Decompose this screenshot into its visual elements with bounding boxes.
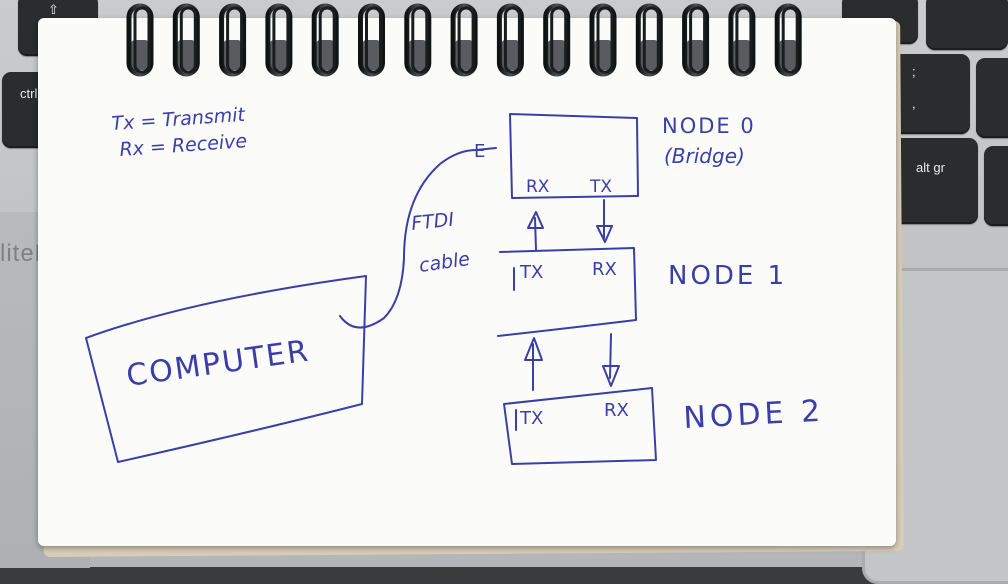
cable-end-label: E bbox=[474, 141, 485, 162]
legend-tx-line: Tx = Transmit bbox=[111, 104, 247, 135]
node1-tx-label: TX bbox=[519, 262, 543, 283]
node2-box bbox=[503, 387, 657, 465]
node2-tx-label: TX bbox=[519, 408, 543, 429]
keyboard-key-alt-gr: alt gr bbox=[892, 138, 978, 224]
arrow-up-icon: ⇧ bbox=[48, 2, 59, 17]
binding-ring bbox=[450, 3, 478, 77]
binding-ring bbox=[172, 3, 200, 77]
node0-box bbox=[509, 113, 639, 199]
notebook-page bbox=[38, 18, 896, 546]
cable-label-cable: cable bbox=[418, 248, 472, 277]
binding-ring-inner bbox=[318, 6, 336, 74]
node2-rx-label: RX bbox=[604, 400, 629, 421]
binding-ring-inner bbox=[365, 6, 382, 74]
key-ctrl-label: ctrl bbox=[20, 86, 38, 101]
legend-rx-line: Rx = Receive bbox=[119, 130, 248, 161]
key-alt-gr-label: alt gr bbox=[916, 160, 945, 175]
binding-ring-inner bbox=[781, 6, 799, 74]
binding-ring-inner bbox=[596, 6, 614, 74]
binding-ring bbox=[496, 3, 524, 77]
arrow-head-up bbox=[527, 211, 544, 229]
binding-ring bbox=[219, 3, 247, 77]
node1-box bbox=[497, 247, 637, 337]
binding-ring-inner bbox=[226, 6, 244, 74]
binding-ring-inner bbox=[689, 6, 707, 74]
node1-rx-label: RX bbox=[592, 259, 617, 280]
binding-ring-inner bbox=[642, 6, 660, 74]
keyboard-key bbox=[984, 146, 1008, 226]
key-glyph: , bbox=[912, 96, 916, 111]
binding-ring bbox=[358, 3, 385, 77]
binding-ring-inner bbox=[550, 6, 568, 74]
arrow-rx1-to-rx2 bbox=[609, 333, 612, 379]
node2-name: NODE 2 bbox=[683, 394, 825, 436]
binding-ring bbox=[635, 3, 663, 77]
keyboard-key bbox=[926, 0, 1008, 50]
keyboard-key-punctuation: ; , bbox=[888, 54, 970, 134]
binding-ring bbox=[126, 3, 154, 77]
arrow-head-down bbox=[602, 365, 620, 387]
binding-ring bbox=[265, 3, 293, 77]
binding-ring-inner bbox=[411, 6, 429, 74]
node0-rx-label: RX bbox=[526, 177, 550, 197]
node0-tx-label: TX bbox=[589, 177, 612, 197]
node0-name: NODE 0 bbox=[662, 114, 756, 138]
binding-ring bbox=[774, 3, 802, 77]
binding-ring bbox=[543, 3, 571, 77]
binding-ring bbox=[589, 3, 617, 77]
binding-ring-inner bbox=[503, 6, 521, 74]
binding-ring bbox=[682, 3, 710, 77]
binding-ring-inner bbox=[133, 6, 151, 74]
computer-box bbox=[85, 275, 367, 463]
node0-subtitle: (Bridge) bbox=[664, 144, 745, 168]
binding-ring-inner bbox=[735, 6, 753, 74]
cable-label-ftdi: FTDI bbox=[410, 209, 455, 235]
binding-ring bbox=[728, 3, 756, 77]
node1-name: NODE 1 bbox=[668, 261, 787, 291]
computer-label: COMPUTER bbox=[124, 334, 312, 394]
binding-ring-inner bbox=[179, 6, 197, 74]
key-glyph: ; bbox=[912, 64, 916, 79]
binding-ring-inner bbox=[457, 6, 475, 74]
arrow-head-up bbox=[524, 337, 543, 361]
spiral-binding bbox=[126, 3, 802, 77]
keyboard-key bbox=[976, 58, 1008, 138]
binding-ring-inner bbox=[272, 6, 290, 74]
arrow-head-down bbox=[596, 225, 613, 243]
ftdi-cable bbox=[339, 147, 497, 329]
hand-drawn-diagram: Tx = Transmit Rx = Receive COMPUTER FTDI… bbox=[85, 3, 825, 465]
binding-ring bbox=[404, 3, 432, 77]
binding-ring bbox=[311, 3, 339, 77]
arrow-tx1-to-rx0 bbox=[534, 217, 537, 251]
